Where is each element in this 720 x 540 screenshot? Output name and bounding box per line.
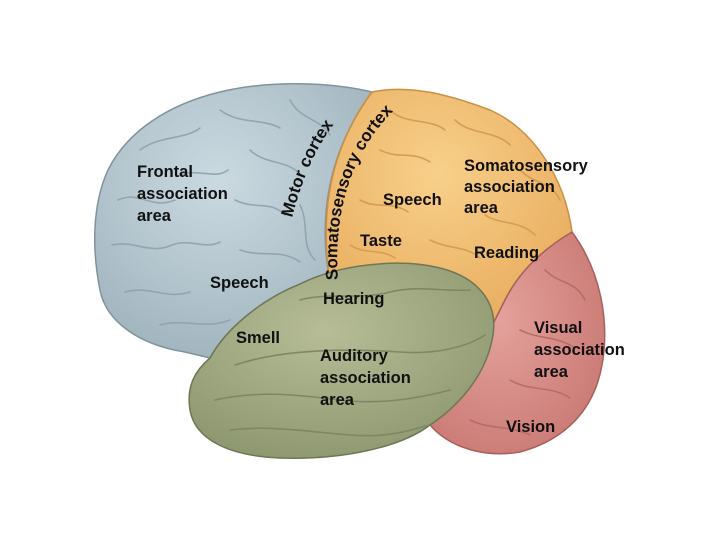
temporal-lobe bbox=[188, 262, 495, 459]
gyri-texture bbox=[111, 99, 586, 437]
label-smell: Smell bbox=[236, 329, 280, 347]
label-taste: Taste bbox=[360, 232, 402, 250]
label-frontal-1: Frontal bbox=[137, 163, 193, 181]
label-hearing: Hearing bbox=[323, 290, 384, 308]
label-somato-assoc-2: association bbox=[464, 178, 555, 196]
label-auditory-2: association bbox=[320, 369, 411, 387]
label-visual-3: area bbox=[534, 363, 569, 381]
occipital-lobe bbox=[428, 231, 606, 455]
label-frontal-3: area bbox=[137, 207, 172, 225]
label-speech-parietal: Speech bbox=[383, 191, 442, 209]
label-speech-frontal: Speech bbox=[210, 274, 269, 292]
label-visual-1: Visual bbox=[534, 319, 582, 337]
label-auditory-3: area bbox=[320, 391, 355, 409]
label-reading: Reading bbox=[474, 244, 539, 262]
label-somato-assoc-3: area bbox=[464, 199, 499, 217]
label-frontal-2: association bbox=[137, 185, 228, 203]
label-vision: Vision bbox=[506, 418, 555, 436]
label-visual-2: association bbox=[534, 341, 625, 359]
label-auditory-1: Auditory bbox=[320, 347, 389, 365]
label-somato-assoc-1: Somatosensory bbox=[464, 157, 589, 175]
